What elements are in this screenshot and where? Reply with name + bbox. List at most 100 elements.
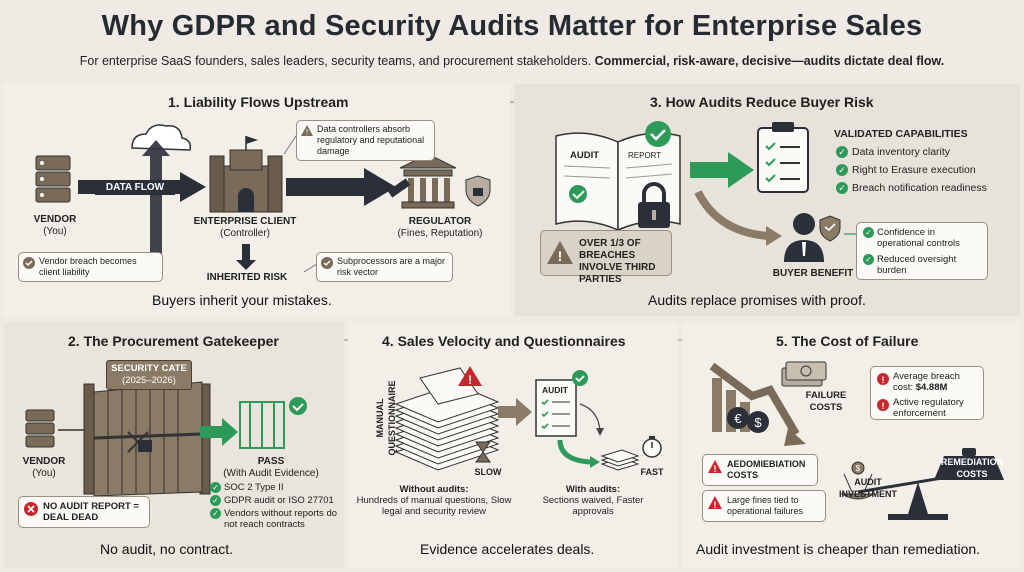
check-icon: ✓: [210, 508, 221, 519]
avg-breach-text: Average breach cost: $4.88M: [893, 371, 981, 393]
check-icon: ✓: [836, 146, 848, 159]
clipboard-checklist-icon: [757, 122, 809, 193]
check-icon: ✓: [210, 495, 221, 506]
regulator-sub: (Fines, Reputation): [397, 228, 483, 239]
benefit-text: Reduced oversight burden: [877, 254, 957, 276]
panel3-caption: Audits replace promises with proof.: [648, 292, 866, 308]
to-fast-arrow: [557, 439, 600, 468]
enforcement-text: Active regulatory enforcement: [893, 397, 964, 419]
check-icon: ✓: [210, 482, 221, 493]
requirement-row: ✓GDPR audit or ISO 27701: [210, 495, 340, 506]
check-icon: [321, 257, 333, 269]
regulator-label: REGULATOR: [408, 216, 472, 227]
requirement-text: GDPR audit or ISO 27701: [224, 495, 334, 506]
fines-box: ! Large fines tied to operational failur…: [702, 490, 826, 522]
buyer-benefit-box: ✓Confidence in operational controls ✓Red…: [856, 222, 988, 280]
small-paper-stack-icon: [600, 449, 640, 471]
vendor-sub: (You): [43, 226, 67, 237]
balance-scale-icon: $: [840, 448, 1004, 520]
check-icon: ✓: [863, 227, 874, 238]
requirement-text: SOC 2 Type II: [224, 482, 284, 493]
validated-title: VALIDATED CAPABILITIES: [834, 128, 968, 140]
note-subprocessors-text: Subprocessors are a major risk vector: [337, 256, 446, 277]
check-badge-icon: [645, 121, 671, 147]
svg-text:$: $: [754, 415, 762, 430]
vendor-label: VENDOR: [33, 214, 77, 225]
audit-doc-label: AUDIT: [542, 385, 568, 395]
requirement-text: Vendors without reports do not reach con…: [224, 508, 338, 530]
client-sub: (Controller): [219, 228, 270, 239]
third-party-stat-box: ! OVER 1/3 OF BREACHES INVOLVE THIRD PAR…: [540, 230, 672, 285]
warning-icon: !: [708, 496, 722, 510]
panel2-graphics: [25, 381, 307, 497]
note-controllers-text: Data controllers absorb regulatory and r…: [317, 124, 425, 156]
note-vendor-breach: Vendor breach becomes client liability: [18, 252, 163, 282]
avg-breach-value: $4.88M: [915, 382, 948, 393]
panel5-graphics: € $ $: [709, 361, 1004, 520]
benefit-row: ✓Reduced oversight burden: [863, 254, 981, 276]
upward-liability-arrow: [142, 140, 170, 264]
svg-text:$: $: [856, 464, 861, 473]
vendor-server-icon: [35, 155, 71, 203]
vendor2-label: VENDOR: [22, 456, 66, 467]
panel4-caption: Evidence accelerates deals.: [420, 541, 595, 557]
inherited-risk-arrow: [236, 244, 256, 270]
warning-icon: !: [547, 241, 573, 264]
svg-text:!: !: [714, 500, 717, 510]
to-buyer-arrow: [694, 190, 782, 246]
svg-text:!: !: [882, 401, 885, 411]
gate-label: SECURITY CATE: [111, 363, 187, 374]
with-title: With audits:: [565, 484, 621, 495]
panel2-title: 2. The Procurement Gatekeeper: [68, 333, 279, 349]
capability-text: Breach notification readiness: [852, 182, 987, 194]
dollar-coin-icon: $: [747, 411, 769, 433]
inherited-risk-label: INHERITED RISK: [206, 272, 288, 283]
svg-text:!: !: [468, 373, 472, 387]
warning-icon: !: [877, 373, 889, 385]
hourglass-icon: [475, 441, 491, 463]
check-badge-icon: [289, 397, 307, 415]
client-label: ENTERPRISE CLIENT: [193, 216, 297, 227]
audit-investment-label: AUDIT INVESTMENT: [838, 477, 897, 499]
book-right-label: REPORT: [628, 151, 662, 160]
buyer-person-icon: [784, 213, 824, 262]
security-gate-sign: SECURITY CATE (2025–2026): [106, 360, 192, 390]
capability-row: ✓Data inventory clarity: [836, 146, 950, 159]
svg-text:!: !: [714, 464, 717, 474]
client-to-regulator-arrow: [286, 168, 396, 206]
check-icon: ✓: [863, 254, 874, 265]
svg-text:!: !: [558, 248, 563, 264]
remediation-costs-box: ! AEDOMIEBIATION COSTS: [702, 454, 818, 486]
without-title: Without audits:: [399, 484, 469, 495]
x-icon: [24, 502, 38, 516]
avg-breach-label: Average breach cost:: [893, 371, 960, 393]
page-subtitle: For enterprise SaaS founders, sales lead…: [0, 54, 1024, 68]
to-audit-arrow: [498, 398, 532, 426]
security-gate-icon: [83, 381, 211, 497]
panel4-graphics: !: [394, 366, 662, 471]
fast-label: FAST: [640, 467, 664, 477]
panel4-title: 4. Sales Velocity and Questionnaires: [382, 333, 626, 349]
requirement-row: ✓Vendors without reports do not reach co…: [210, 508, 340, 530]
requirement-row: ✓SOC 2 Type II: [210, 482, 340, 493]
capability-text: Right to Erasure execution: [852, 164, 976, 176]
audit-document-icon: [535, 379, 577, 437]
euro-coin-icon: €: [727, 407, 749, 429]
remediation-box-text: AEDOMIEBIATION COSTS: [727, 459, 806, 480]
pass-sub: (With Audit Evidence): [223, 468, 319, 479]
without-audits-text: Without audits:Hundreds of manual questi…: [354, 484, 514, 517]
panel5-caption: Audit investment is cheaper than remedia…: [696, 541, 981, 557]
with-audits-text: With audits:Sections waived, Faster appr…: [538, 484, 648, 517]
subtitle-audience: For enterprise SaaS founders, sales lead…: [79, 54, 592, 68]
panel1-caption: Buyers inherit your mistakes.: [152, 292, 332, 308]
page-title: Why GDPR and Security Audits Matter for …: [101, 10, 923, 42]
stopwatch-icon: [642, 436, 662, 458]
svg-text:!: !: [306, 128, 308, 137]
shield-check-icon: [819, 215, 841, 242]
warning-icon: !: [301, 125, 313, 137]
warning-icon: !: [708, 460, 722, 474]
check-icon: [23, 257, 35, 269]
vendor-server-icon: [25, 409, 55, 448]
manual-questionnaire-label: MANUAL QUESTIONNAIRE: [375, 380, 397, 456]
fines-text: Large fines tied to operational failures: [727, 495, 804, 516]
